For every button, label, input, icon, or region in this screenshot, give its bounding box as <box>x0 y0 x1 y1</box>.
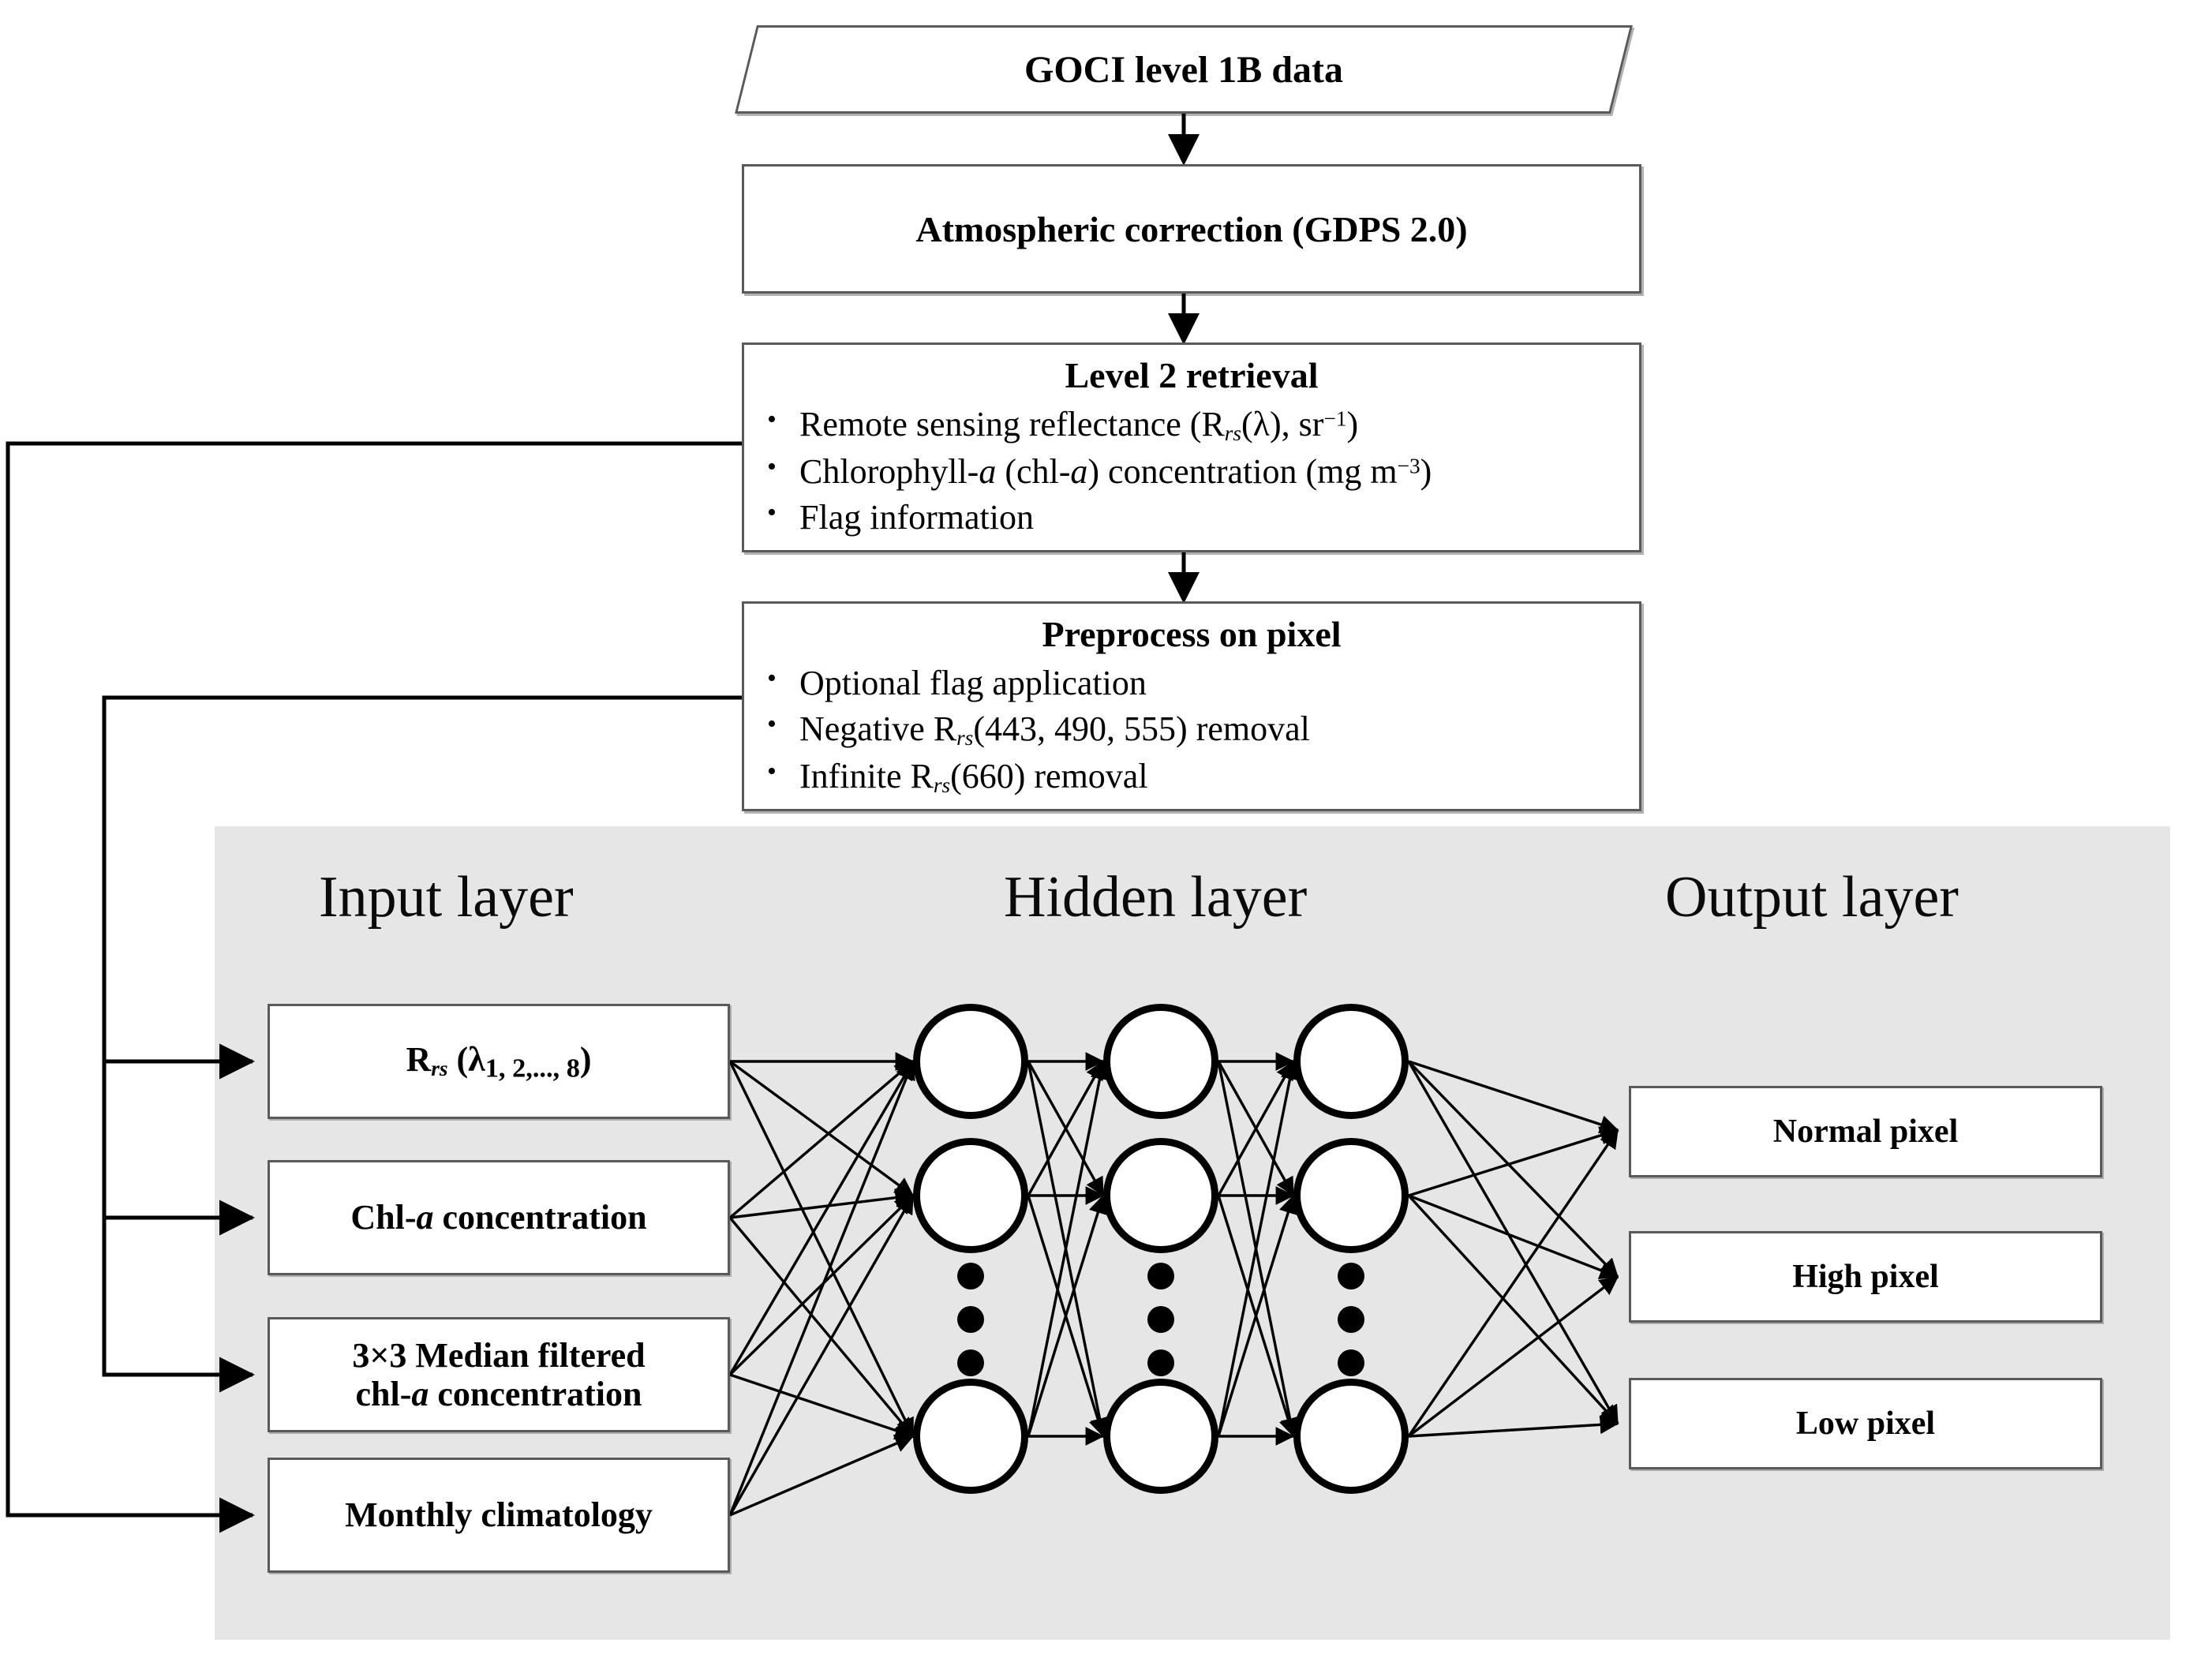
preprocess-title: Preprocess on pixel <box>1042 614 1342 654</box>
input-node-monthly-climatology-label: Monthly climatology <box>345 1495 653 1535</box>
level2-item-1: Chlorophyll-a (chl-a) concentration (mg … <box>799 452 1432 492</box>
preprocess-item-2: Infinite Rrs(660) removal <box>799 756 1148 797</box>
hidden-node-c3-r2 <box>1293 1138 1409 1253</box>
level2-bullet-list: • Remote sensing reflectance (Rrs(λ), sr… <box>744 406 1639 536</box>
level2-bullet-item: • Chlorophyll-a (chl-a) concentration (m… <box>744 453 1639 491</box>
ellipsis-dot-c3-2 <box>1338 1306 1364 1333</box>
level2-bullet-item: • Flag information <box>744 499 1639 537</box>
output-node-low-pixel: Low pixel <box>1629 1378 2102 1469</box>
input-node-chl-a-label: Chl-a concentration <box>350 1198 647 1237</box>
ellipsis-dot-c2-2 <box>1147 1306 1174 1333</box>
bullet-icon: • <box>767 664 777 693</box>
input-data-label: GOCI level 1B data <box>1024 48 1343 91</box>
bullet-icon: • <box>767 497 777 527</box>
preprocess-bullet-item: • Optional flag application <box>744 664 1639 702</box>
input-node-rrs-label: Rrs (λ1, 2,..., 8) <box>406 1039 592 1084</box>
level2-item-0: Remote sensing reflectance (Rrs(λ), sr−1… <box>799 405 1359 445</box>
atmospheric-correction-box: Atmospheric correction (GDPS 2.0) <box>742 164 1641 294</box>
preprocess-bullet-item: • Negative Rrs(443, 490, 555) removal <box>744 709 1639 750</box>
hidden-node-c3-r1 <box>1293 1004 1409 1119</box>
input-node-monthly-climatology: Monthly climatology <box>268 1458 730 1573</box>
ellipsis-dot-c1-2 <box>957 1306 984 1333</box>
output-layer-title: Output layer <box>1665 865 1959 930</box>
level2-item-2: Flag information <box>799 497 1034 537</box>
preprocess-bullet-list: • Optional flag application • Negative R… <box>744 664 1639 797</box>
output-node-low-pixel-label: Low pixel <box>1795 1405 1936 1442</box>
hidden-node-c2-r2 <box>1103 1138 1218 1253</box>
hidden-node-c3-r3 <box>1293 1379 1409 1494</box>
preprocess-item-1: Negative Rrs(443, 490, 555) removal <box>799 709 1310 750</box>
input-layer-title: Input layer <box>319 865 574 930</box>
input-data-parallelogram: GOCI level 1B data <box>735 25 1633 114</box>
hidden-node-c1-r1 <box>913 1004 1028 1119</box>
ellipsis-dot-c1-3 <box>957 1349 984 1376</box>
hidden-node-c2-r1 <box>1103 1004 1218 1119</box>
preprocess-item-0: Optional flag application <box>799 664 1147 702</box>
input-node-rrs: Rrs (λ1, 2,..., 8) <box>268 1004 730 1119</box>
output-node-normal-pixel-label: Normal pixel <box>1772 1113 1959 1150</box>
bullet-icon: • <box>767 756 777 786</box>
ellipsis-dot-c1-1 <box>957 1263 984 1289</box>
hidden-node-c1-r2 <box>913 1138 1028 1253</box>
preprocess-box: Preprocess on pixel • Optional flag appl… <box>742 601 1641 811</box>
ellipsis-dot-c3-1 <box>1338 1263 1364 1289</box>
bullet-icon: • <box>767 452 777 482</box>
ellipsis-dot-c2-3 <box>1147 1349 1174 1376</box>
atmospheric-correction-label: Atmospheric correction (GDPS 2.0) <box>915 208 1468 249</box>
bullet-icon: • <box>767 709 777 739</box>
level2-retrieval-box: Level 2 retrieval • Remote sensing refle… <box>742 342 1641 552</box>
hidden-node-c1-r3 <box>913 1379 1028 1494</box>
ellipsis-dot-c3-3 <box>1338 1349 1364 1376</box>
preprocess-bullet-item: • Infinite Rrs(660) removal <box>744 758 1639 797</box>
hidden-layer-title: Hidden layer <box>1004 865 1308 930</box>
bullet-icon: • <box>767 405 777 434</box>
level2-title: Level 2 retrieval <box>1065 355 1319 395</box>
hidden-node-c2-r3 <box>1103 1379 1218 1494</box>
output-node-high-pixel-label: High pixel <box>1792 1259 1939 1295</box>
output-node-high-pixel: High pixel <box>1629 1231 2102 1323</box>
output-node-normal-pixel: Normal pixel <box>1629 1086 2102 1177</box>
level2-bullet-item: • Remote sensing reflectance (Rrs(λ), sr… <box>744 406 1639 445</box>
input-node-chl-a: Chl-a concentration <box>268 1160 730 1275</box>
ellipsis-dot-c2-1 <box>1147 1263 1174 1289</box>
